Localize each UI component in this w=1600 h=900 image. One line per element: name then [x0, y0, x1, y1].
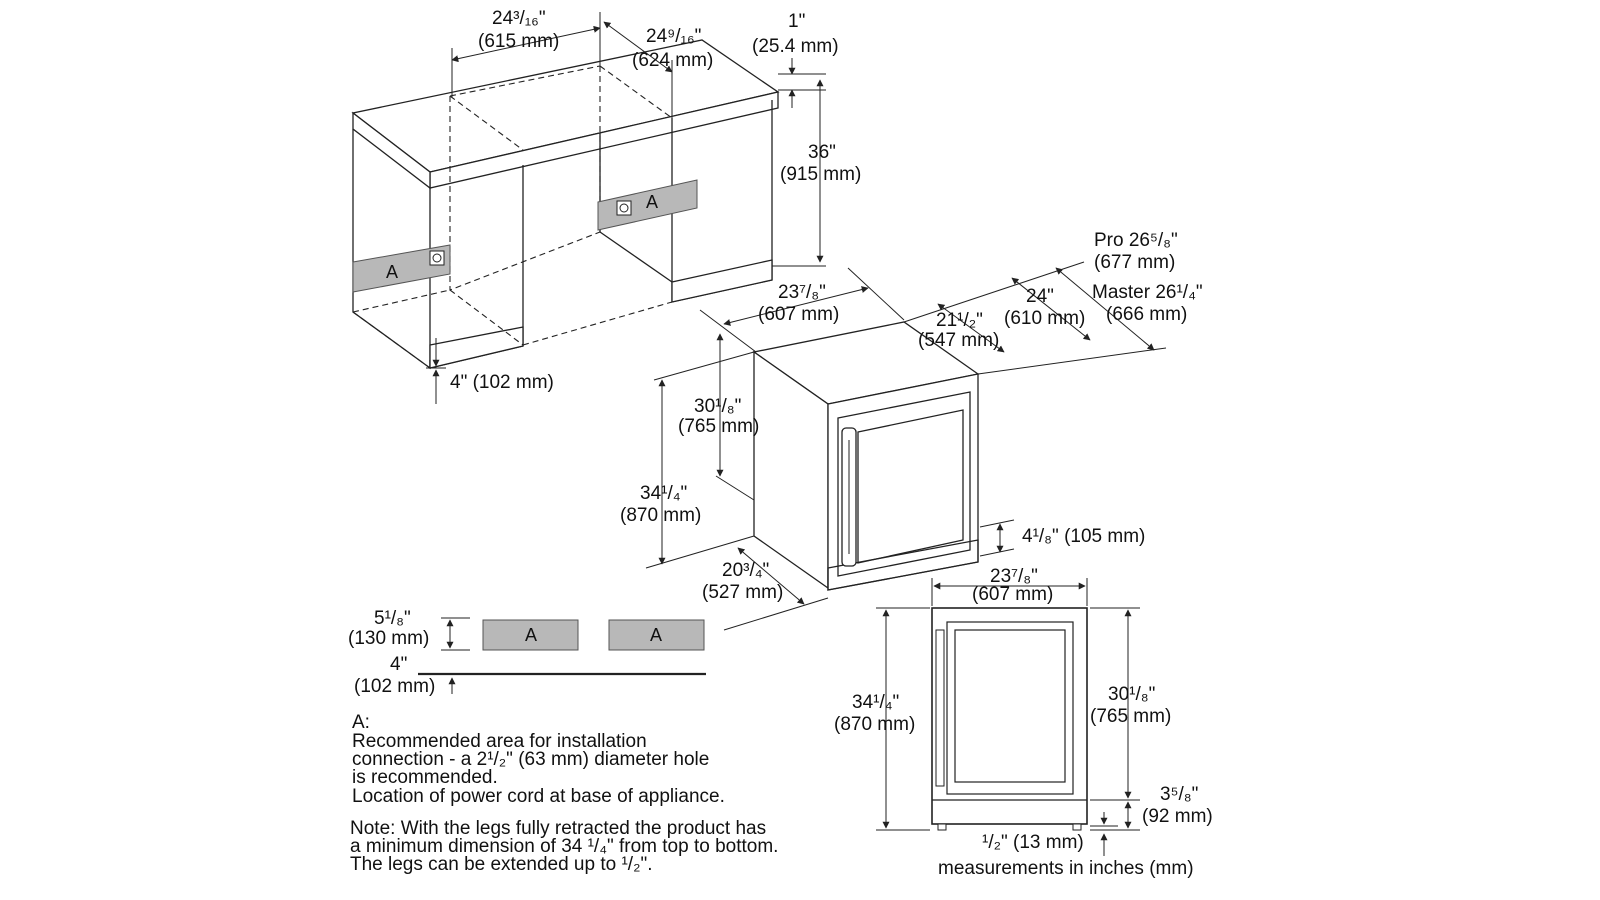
floor-offset-in: 4": [390, 654, 407, 675]
appliance-width-in: 23⁷/₈": [778, 282, 826, 303]
toe-kick-dimension: 4" (102 mm): [450, 372, 554, 393]
area-a-label: A: [525, 625, 537, 645]
front-kick-mm: (92 mm): [1142, 806, 1213, 827]
leg-extension-dimension: ¹/₂" (13 mm): [982, 832, 1084, 853]
base-height-dimension: 4¹/₈" (105 mm): [1022, 526, 1145, 547]
note-a-line: Recommended area for installation: [352, 731, 647, 752]
front-kick-in: 3⁵/₈": [1160, 784, 1198, 805]
outlet-icon: [429, 250, 445, 266]
depth-24-mm: (610 mm): [1004, 308, 1085, 329]
countertop-thickness-mm: (25.4 mm): [752, 36, 839, 57]
leg-icon: [1072, 823, 1082, 831]
area-a-label: A: [386, 262, 398, 282]
depth-21-in: 21¹/₂": [936, 310, 983, 331]
note-a-heading: A:: [352, 712, 370, 733]
front-width-mm: (607 mm): [972, 584, 1053, 605]
side-depth-mm: (527 mm): [702, 582, 783, 603]
legs-note-line: The legs can be extended up to ¹/₂".: [350, 854, 652, 875]
note-a-line: Location of power cord at base of applia…: [352, 786, 725, 807]
depth-21-mm: (547 mm): [918, 330, 999, 351]
units-caption: measurements in inches (mm): [938, 858, 1194, 879]
area-a-right-box: [608, 619, 705, 651]
master-depth-mm: (666 mm): [1106, 304, 1187, 325]
front-view-drawing: 23⁷/₈" (607 mm) 34¹/₄" (870 mm) 30¹/₈" (…: [834, 566, 1213, 856]
note-a-line: is recommended.: [352, 767, 498, 788]
cabinet-height-in: 36": [808, 142, 836, 163]
pro-depth-in: Pro 26⁵/₈": [1094, 230, 1178, 251]
leg-icon: [937, 823, 947, 831]
cabinet-depth-mm: (624 mm): [632, 50, 713, 71]
front-body-height-in: 30¹/₈": [1108, 684, 1155, 705]
pro-depth-mm: (677 mm): [1094, 252, 1175, 273]
appliance-isometric-drawing: Pro 26⁵/₈" (677 mm) Master 26¹/₄" (666 m…: [620, 230, 1203, 631]
legs-note-line: a minimum dimension of 34 ¹/₄" from top …: [350, 836, 778, 857]
cabinet-height-mm: (915 mm): [780, 164, 861, 185]
legs-note-line: Note: With the legs fully retracted the …: [350, 818, 766, 839]
area-a-detail: A A 5¹/₈" (130 mm) 4" (102 mm): [348, 608, 706, 697]
area-a-left-zone: [352, 244, 451, 293]
floor-offset-mm: (102 mm): [354, 676, 435, 697]
master-depth-in: Master 26¹/₄": [1092, 282, 1203, 303]
appliance-width-mm: (607 mm): [758, 304, 839, 325]
area-a-label: A: [650, 625, 662, 645]
front-total-height-in: 34¹/₄": [852, 692, 899, 713]
cabinet-drawing: A A 24³/₁₆" (615 mm) 24⁹/₁₆" (624 mm) 1"…: [351, 8, 861, 404]
countertop-thickness-in: 1": [788, 11, 805, 32]
area-height-mm: (130 mm): [348, 628, 429, 649]
body-height-in: 30¹/₈": [694, 396, 741, 417]
front-width-in: 23⁷/₈": [990, 566, 1038, 587]
total-height-in: 34¹/₄": [640, 483, 687, 504]
area-a-right-zone: [597, 179, 698, 231]
outlet-icon: [616, 200, 632, 216]
note-a-line: connection - a 2¹/₂" (63 mm) diameter ho…: [352, 749, 709, 770]
body-height-mm: (765 mm): [678, 416, 759, 437]
total-height-mm: (870 mm): [620, 505, 701, 526]
front-body-height-mm: (765 mm): [1090, 706, 1171, 727]
cabinet-depth-in: 24⁹/₁₆": [646, 26, 701, 47]
cabinet-width-in: 24³/₁₆": [492, 8, 546, 29]
front-door-handle-icon: [935, 629, 945, 787]
notes-block: A: Recommended area for installation con…: [350, 712, 1194, 879]
side-depth-in: 20³/₄": [722, 560, 769, 581]
front-total-height-mm: (870 mm): [834, 714, 915, 735]
area-a-left-box: [482, 619, 579, 651]
cabinet-width-mm: (615 mm): [478, 31, 559, 52]
area-height-in: 5¹/₈": [374, 608, 411, 629]
depth-24-in: 24": [1026, 286, 1054, 307]
area-a-label: A: [646, 192, 658, 212]
